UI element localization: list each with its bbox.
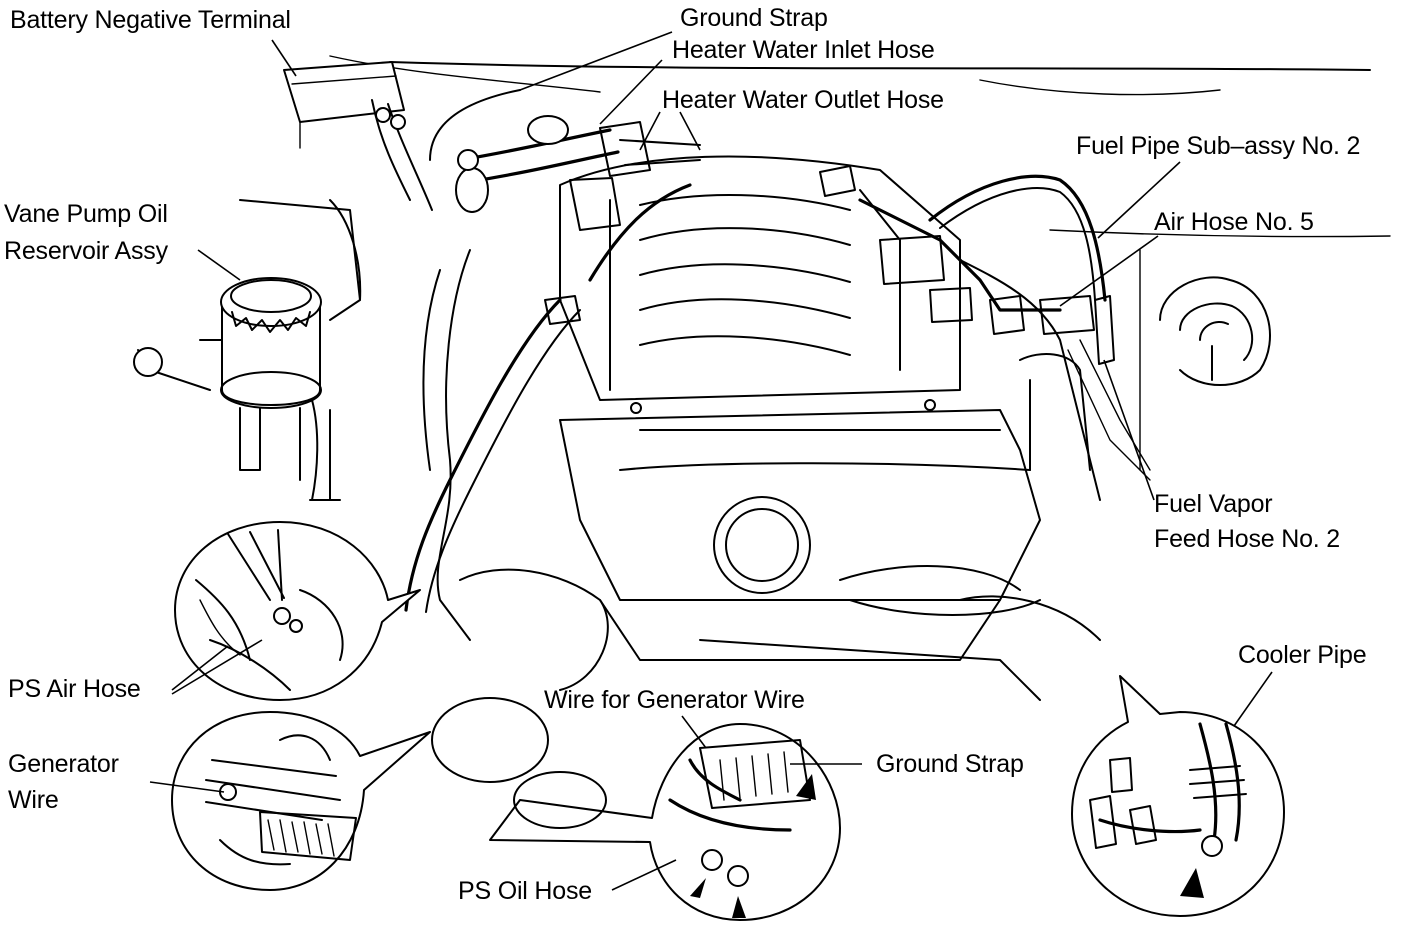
hood-line (389, 61, 1371, 71)
pulley-part (431, 697, 549, 783)
label-ground-strap: Ground Strap (680, 4, 828, 32)
label-heater-water-outlet-hose: Heater Water Outlet Hose (662, 86, 944, 114)
ps-hose-part (404, 183, 692, 613)
label-wire: Wire (8, 786, 59, 814)
label-vane-pump-oil: Vane Pump Oil (4, 200, 168, 228)
fender-line (1049, 229, 1391, 238)
label-ps-air-hose: PS Air Hose (8, 675, 141, 703)
detail-circle-generator-wire (171, 711, 431, 891)
label-ground-strap-bottom: Ground Strap (876, 750, 1024, 778)
engine-block-part (422, 249, 1101, 701)
label-feed-hose-no2: Feed Hose No. 2 (1154, 525, 1340, 553)
intake-manifold-part (559, 155, 973, 414)
label-fuel-vapor: Fuel Vapor (1154, 490, 1273, 518)
label-air-hose-no5: Air Hose No. 5 (1154, 208, 1314, 236)
label-reservoir-assy: Reservoir Assy (4, 237, 168, 265)
fuel-pipe-part (858, 174, 1151, 481)
pulley-part (513, 771, 607, 829)
label-heater-water-inlet-hose: Heater Water Inlet Hose (672, 36, 935, 64)
heater-hose-part (429, 89, 701, 213)
coiled-hose-part (1159, 276, 1271, 386)
hood-line (979, 79, 1221, 96)
battery-terminal-part (283, 61, 433, 211)
detail-circle-cooler-pipe (1071, 675, 1285, 917)
label-fuel-pipe-sub-assy-no2: Fuel Pipe Sub–assy No. 2 (1076, 132, 1361, 160)
label-battery-negative-terminal: Battery Negative Terminal (10, 6, 291, 34)
label-ps-oil-hose: PS Oil Hose (458, 877, 592, 905)
hood-line (329, 55, 601, 93)
label-wire-for-generator-wire: Wire for Generator Wire (544, 686, 805, 714)
leader-lines (149, 31, 1273, 891)
detail-circle-ps-air-hose (174, 521, 421, 701)
vane-pump-part (133, 199, 362, 501)
detail-circle-center (489, 723, 841, 921)
label-cooler-pipe: Cooler Pipe (1238, 641, 1367, 669)
label-generator: Generator (8, 750, 119, 778)
